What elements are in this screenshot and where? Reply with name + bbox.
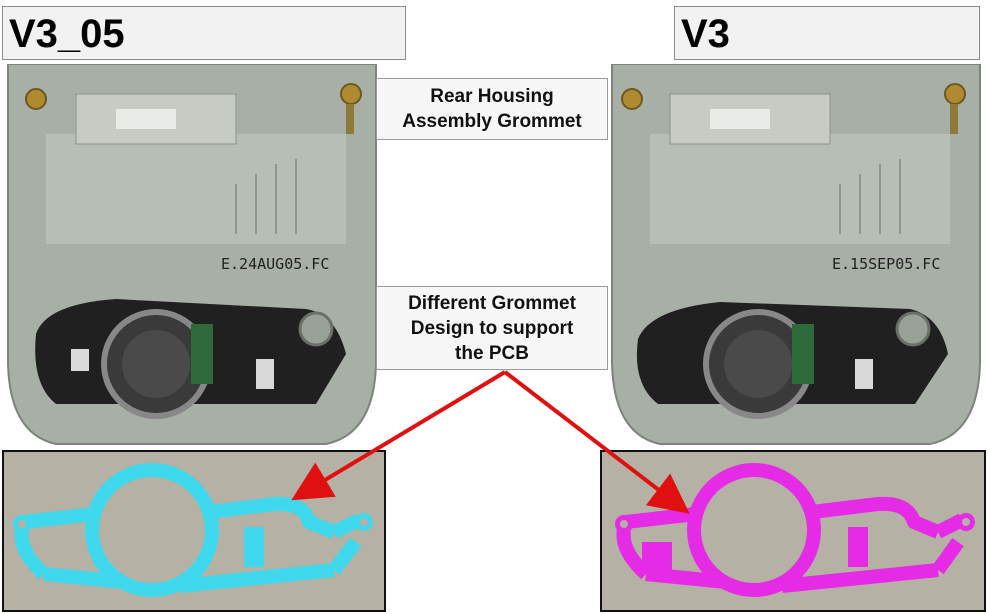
callout-line: Assembly Grommet bbox=[402, 111, 582, 132]
right-date-code: E.15SEP05.FC bbox=[832, 255, 940, 273]
grommet-design-callout: Different Grommet Design to support the … bbox=[376, 286, 608, 370]
right-title: V3 bbox=[674, 6, 980, 60]
left-title: V3_05 bbox=[2, 6, 406, 60]
rear-housing-callout: Rear Housing Assembly Grommet bbox=[376, 78, 608, 140]
callout-line: Different Grommet bbox=[408, 293, 576, 314]
right-housing-photo: E.15SEP05.FC bbox=[611, 64, 981, 445]
right-grommet-inset bbox=[600, 450, 986, 612]
right-grommet-shape bbox=[615, 463, 975, 597]
callout-line: Rear Housing bbox=[430, 86, 554, 107]
left-housing-photo: E.24AUG05.FC bbox=[7, 64, 377, 445]
left-grommet-shape bbox=[13, 463, 373, 597]
callout-line: Design to support bbox=[410, 318, 574, 339]
callout-line: the PCB bbox=[455, 343, 529, 364]
left-date-code: E.24AUG05.FC bbox=[221, 255, 329, 273]
left-grommet-inset bbox=[2, 450, 386, 612]
